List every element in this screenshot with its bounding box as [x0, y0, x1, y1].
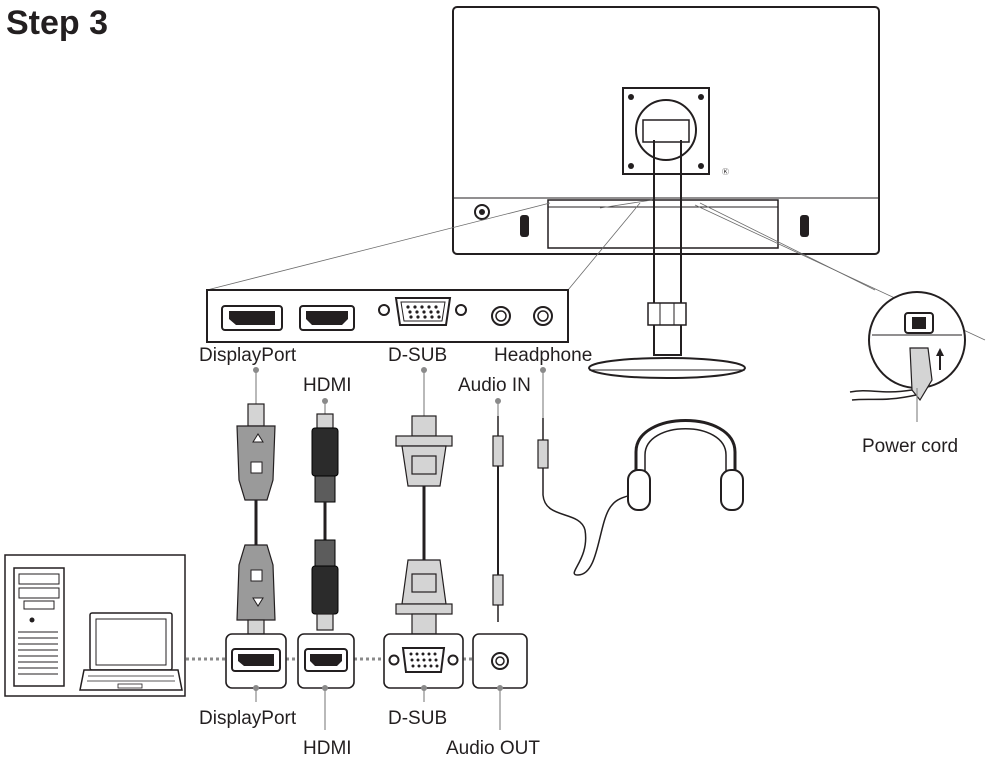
label-monitor-headphone: Headphone	[494, 345, 592, 366]
hdmi-cable	[311, 413, 339, 631]
computer-hdmi-port	[297, 633, 355, 689]
monitor-audio-in-jack	[491, 306, 511, 326]
label-computer-dsub: D-SUB	[388, 708, 447, 729]
label-power-cord: Power cord	[862, 436, 958, 457]
monitor-headphone-jack	[533, 306, 553, 326]
monitor-dsub-port	[378, 297, 467, 326]
monitor-displayport-port	[221, 305, 283, 331]
monitor-hdmi-port	[299, 305, 355, 331]
displayport-cable	[236, 403, 276, 635]
computer-audio-out-jack	[472, 633, 528, 689]
monitor-port-panel	[206, 289, 569, 343]
label-monitor-dsub: D-SUB	[388, 345, 447, 366]
label-monitor-audio-in: Audio IN	[458, 375, 531, 396]
label-computer-displayport: DisplayPort	[199, 708, 297, 729]
label-computer-audio-out: Audio OUT	[446, 738, 540, 759]
dsub-cable	[395, 415, 453, 635]
svg-text:Ⓚ: Ⓚ	[722, 168, 729, 176]
step-title: Step 3	[6, 4, 108, 42]
computer-dsub-port	[383, 633, 464, 689]
computer-illustration	[4, 554, 186, 697]
computer-displayport-port	[225, 633, 287, 689]
label-monitor-hdmi: HDMI	[303, 375, 352, 396]
monitor-back: Ⓚ	[452, 6, 880, 379]
headphone	[537, 418, 744, 576]
power-cord-inset	[849, 291, 966, 422]
top-leader-dots	[253, 367, 546, 418]
label-monitor-displayport: DisplayPort	[199, 345, 297, 366]
audio-cable	[492, 416, 504, 622]
label-computer-hdmi: HDMI	[303, 738, 352, 759]
bottom-leader-dots	[253, 685, 503, 730]
